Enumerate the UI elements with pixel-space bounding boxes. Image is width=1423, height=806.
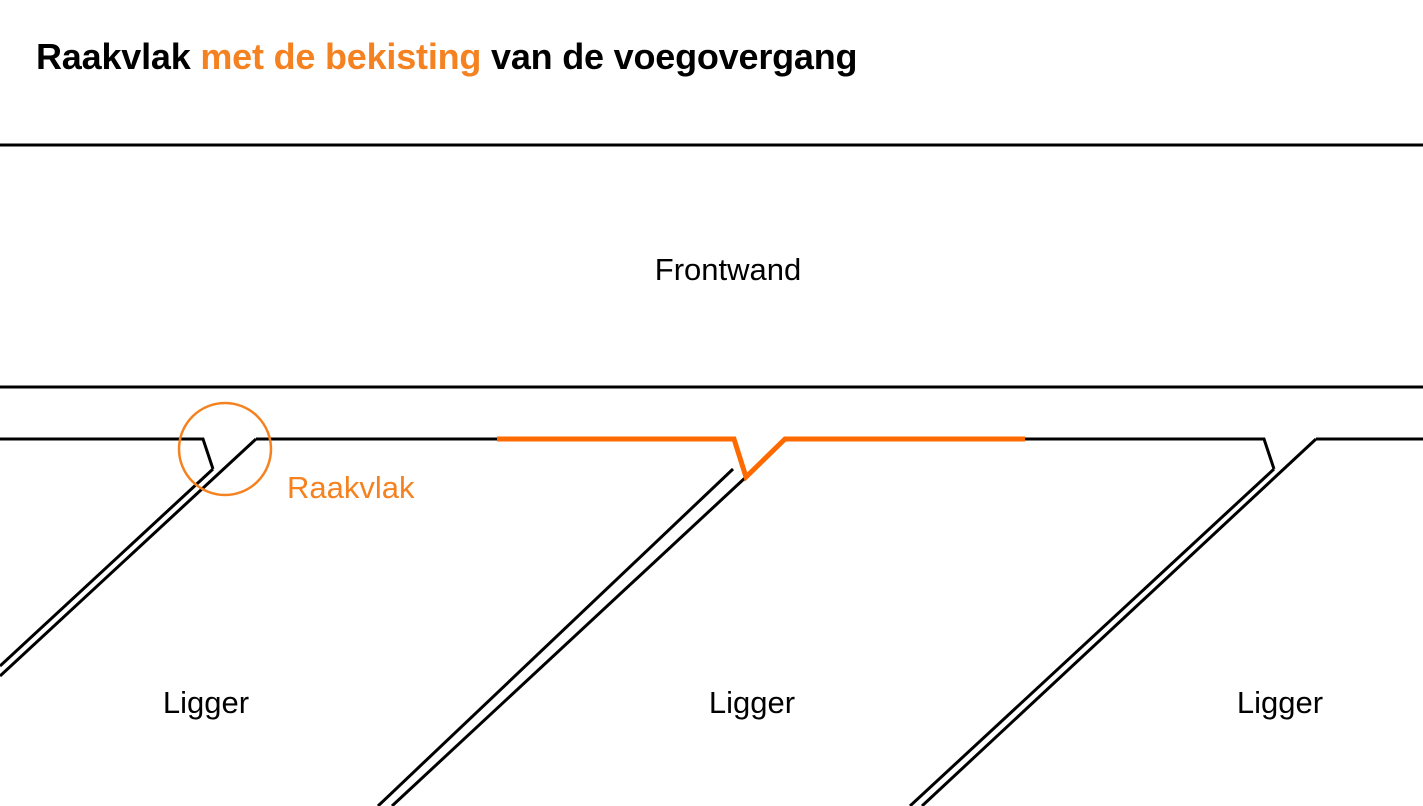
label-frontwand: Frontwand	[655, 252, 801, 287]
joint-right	[908, 437, 1318, 806]
bekisting-contact-highlight	[497, 436, 1025, 482]
title-part-3: van de voegovergang	[481, 36, 858, 77]
ligger-right-top-edge	[1025, 437, 1276, 470]
label-ligger-right: Ligger	[1237, 685, 1323, 720]
joint-middle	[376, 467, 748, 806]
ligger-left-top-edge	[0, 437, 215, 470]
raakvlak-marker-circle	[177, 401, 273, 497]
title-part-2-highlight: met de bekisting	[200, 36, 482, 77]
diagram-title: Raakvlak met de bekisting van de voegove…	[36, 36, 858, 78]
title-part-1: Raakvlak	[36, 36, 201, 77]
label-raakvlak: Raakvlak	[287, 470, 415, 505]
label-ligger-left: Ligger	[163, 685, 249, 720]
joint-left	[0, 437, 258, 678]
label-ligger-middle: Ligger	[709, 685, 795, 720]
